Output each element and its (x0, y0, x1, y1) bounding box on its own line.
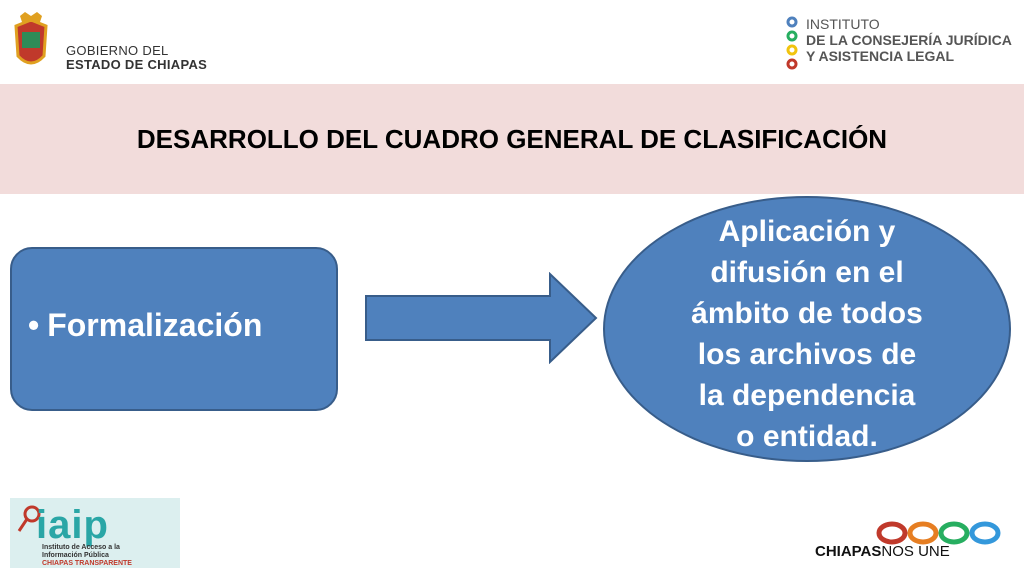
chiapas-word: CHIAPAS (815, 543, 882, 560)
ellipse-line: ámbito de todos (691, 297, 923, 330)
ellipse-line: los archivos de (697, 338, 917, 371)
institute-line-2: DE LA CONSEJERÍA JURÍDICA (806, 32, 1012, 48)
gov-logo-text: GOBIERNO DEL ESTADO DE CHIAPAS (66, 44, 207, 72)
institute-logo-text: INSTITUTO DE LA CONSEJERÍA JURÍDICA Y AS… (806, 16, 1012, 64)
iaip-logo-word: iaip (36, 503, 109, 547)
formalizacion-box (10, 247, 338, 411)
bullet-marker: • (28, 307, 40, 343)
ellipse-text: Aplicación y difusión en el ámbito de to… (606, 211, 1008, 457)
ellipse-line: difusión en el (710, 256, 904, 289)
application-ellipse (603, 196, 1011, 462)
institute-line-1: INSTITUTO (806, 16, 880, 32)
iaip-line-2: Información Pública (42, 552, 109, 559)
iaip-line-1: Instituto de Acceso a la (42, 544, 120, 551)
slide-title: DESARROLLO DEL CUADRO GENERAL DE CLASIFI… (136, 124, 888, 154)
iaip-logo-caption: Instituto de Acceso a la Información Púb… (42, 544, 132, 568)
formalizacion-label: Formalización (47, 307, 263, 343)
institute-dots-icon (786, 16, 798, 70)
title-band (0, 84, 1024, 194)
chiapas-rings-icon (876, 521, 1001, 545)
institute-line-3: Y ASISTENCIA LEGAL (806, 48, 955, 64)
chiapas-coat-of-arms-icon (14, 12, 48, 65)
ellipse-line: la dependencia (698, 379, 916, 412)
right-arrow-icon (365, 272, 598, 364)
gov-line-2: ESTADO DE CHIAPAS (66, 57, 208, 72)
nos-une-word: NOS UNE (881, 543, 950, 560)
gov-line-1: GOBIERNO DEL (66, 43, 169, 58)
ellipse-line: Aplicación y (718, 215, 896, 248)
iaip-line-3: CHIAPAS TRANSPARENTE (42, 560, 132, 567)
formalizacion-item: •Formalización (28, 307, 262, 344)
chiapas-nos-une-logo: CHIAPASNOS UNE (815, 543, 950, 560)
magnifier-icon (17, 505, 41, 532)
ellipse-line: o entidad. (736, 420, 878, 453)
